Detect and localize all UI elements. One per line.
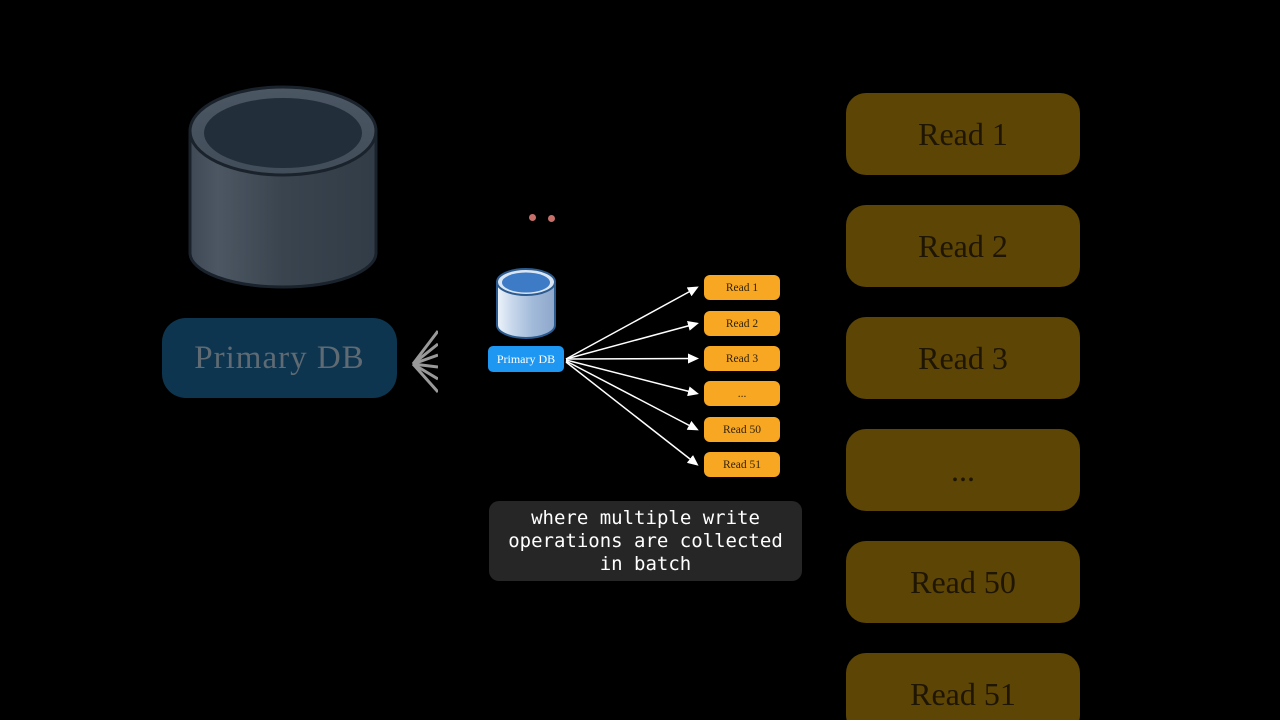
read-box-ellipsis: ... [704,381,780,406]
read-box-large: Read 50 [846,541,1080,623]
read-box: Read 51 [704,452,780,477]
read-box: Read 2 [704,311,780,336]
primary-db-label-box: Primary DB [488,346,564,372]
dot-icon [548,215,555,222]
read-box: Read 3 [704,346,780,371]
primary-db-label: Primary DB [496,351,556,366]
read-box-large: Read 51 [846,653,1080,720]
dot-icon [529,214,536,221]
read-box-large-ellipsis: ... [846,429,1080,511]
fanout-arrows [565,286,699,466]
database-icon-large [188,85,378,289]
database-icon-small [496,268,556,339]
caption-line: operations are collected [508,529,783,552]
read-box-large: Read 1 [846,93,1080,175]
read-box-large: Read 3 [846,317,1080,399]
caption-line: where multiple write [531,506,760,529]
read-box-large: Read 2 [846,205,1080,287]
read-box: Read 50 [704,417,780,442]
primary-db-box-dim: Primary DB [162,318,397,398]
primary-db-label-dim: Primary DB [194,339,365,376]
caption-box: where multiple write operations are coll… [489,501,802,581]
caption-line: in batch [599,552,692,575]
arrow-fan-icon [411,330,438,393]
read-box: Read 1 [704,275,780,300]
